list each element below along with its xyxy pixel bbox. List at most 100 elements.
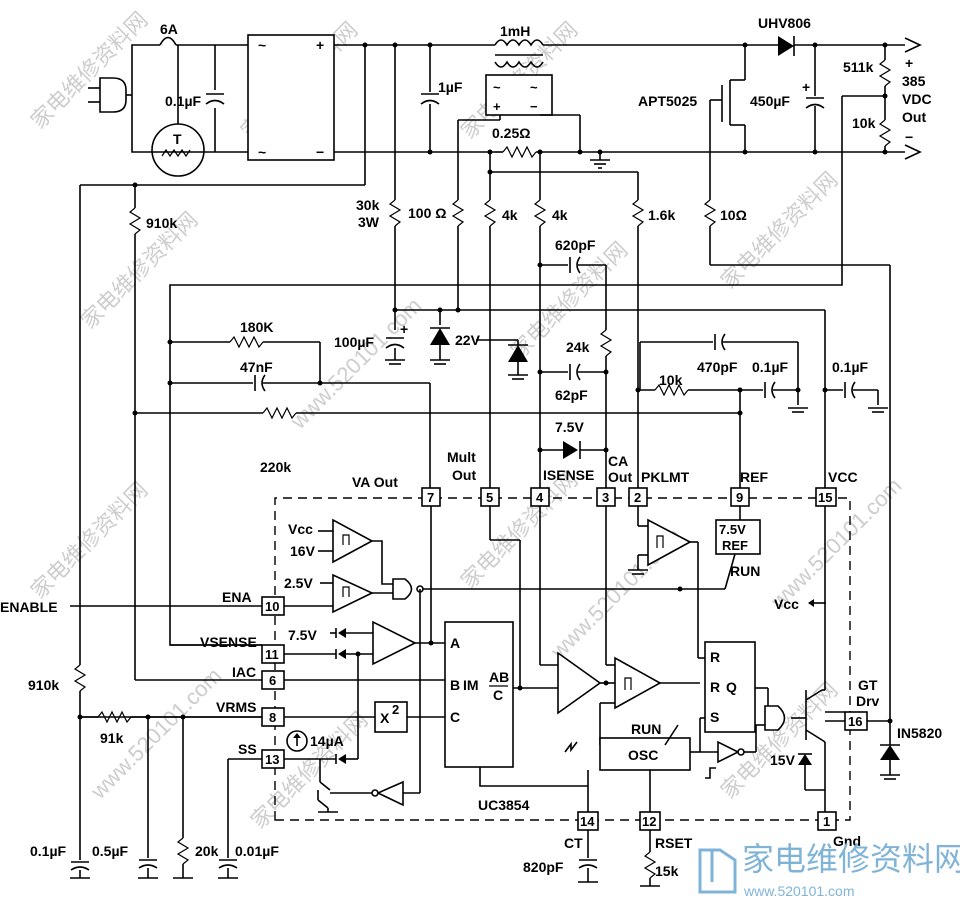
x2-label: X <box>380 710 390 726</box>
mult-ab-label: AB <box>489 669 509 685</box>
r910k-top-label: 910k <box>146 215 177 231</box>
r180k-label: 180K <box>240 319 273 335</box>
mult-cc-label: C <box>493 687 503 703</box>
mult-out-label-2: Out <box>452 467 476 483</box>
r10ohm-label: 10Ω <box>720 207 747 223</box>
watermark-text: 家电维修资料网 <box>26 7 153 134</box>
watermark-text: 家电维修资料网 <box>456 467 583 594</box>
gt-label-1: GT <box>858 677 878 693</box>
thermistor-icon: T <box>151 45 205 177</box>
pin-16: 16 <box>844 711 868 731</box>
mult-b-label: B <box>450 677 460 693</box>
svg-text:2: 2 <box>634 490 641 505</box>
pklmt-label: PKLMT <box>641 469 690 485</box>
compensation-network: 100µF + 22V 180K 47nF 24k <box>132 307 888 488</box>
out-minus: − <box>905 129 913 145</box>
ff-q: Q <box>726 679 737 695</box>
vcc-label: VCC <box>828 469 858 485</box>
cap-1uf-label: 1µF <box>438 79 463 95</box>
mosfet-label: APT5025 <box>638 93 697 109</box>
pin-14: 14 <box>577 811 599 831</box>
site-logo: 家电维修资料网 www.520101.com <box>698 841 960 899</box>
fuse-label: 6A <box>160 21 178 37</box>
pin-9: 9 <box>730 487 750 507</box>
svg-text:9: 9 <box>736 490 743 505</box>
pin-7: 7 <box>421 487 441 507</box>
svg-text:10: 10 <box>265 599 279 614</box>
pin-15: 15 <box>815 487 837 507</box>
mult-c-label: C <box>450 709 460 725</box>
c62-label: 62pF <box>555 387 588 403</box>
c05-label: 0.5µF <box>92 843 129 859</box>
svg-text:8: 8 <box>269 710 276 725</box>
out-plus: + <box>905 55 913 71</box>
pin-6: 6 <box>261 670 285 690</box>
run-label-1: RUN <box>730 563 760 579</box>
svg-text:~: ~ <box>258 37 266 53</box>
flip-flop-block <box>704 641 756 733</box>
cmp-25v-label: 2.5V <box>284 575 313 591</box>
vrms-label: VRMS <box>216 699 256 715</box>
iac-label: IAC <box>232 664 256 680</box>
ground-icon <box>590 152 610 169</box>
out-vdc: VDC <box>902 91 932 107</box>
pin-4: 4 <box>530 487 550 507</box>
rset-label: RSET <box>655 835 693 851</box>
vcc-arrow-label: Vcc <box>774 596 799 612</box>
svg-text:−: − <box>530 99 538 114</box>
c100u-label: 100µF <box>334 334 374 350</box>
r20k-label: 20k <box>195 843 219 859</box>
run-label-2: RUN <box>631 721 661 737</box>
svg-text:+: + <box>493 99 501 114</box>
mult-a-label: A <box>450 635 460 651</box>
c470-label: 470pF <box>697 359 738 375</box>
pin-13: 13 <box>261 749 285 769</box>
isense-label: ISENSE <box>543 467 594 483</box>
square-block <box>374 701 408 733</box>
d5820-label: IN5820 <box>897 725 942 741</box>
ff-r1: R <box>710 649 720 665</box>
svg-text:~: ~ <box>530 80 538 95</box>
svg-text:13: 13 <box>265 752 279 767</box>
power-stage: 6A 0.1µF T ~ ~ + − 1µF 1mH ~~ +− <box>88 15 932 265</box>
c620-label: 620pF <box>555 237 596 253</box>
svg-text:T: T <box>173 131 182 147</box>
logo-text: 家电维修资料网 <box>742 841 960 877</box>
mult-out-label-1: Mult <box>447 449 476 465</box>
pin-10: 10 <box>261 596 285 616</box>
shunt-label: 0.25Ω <box>492 125 530 141</box>
svg-text:5: 5 <box>486 490 493 505</box>
cap-input-label: 0.1µF <box>165 93 202 109</box>
x2-sup: 2 <box>392 702 399 717</box>
pin-12: 12 <box>639 811 661 831</box>
ff-s: S <box>710 709 719 725</box>
gnd-label: Gnd <box>833 833 861 849</box>
osc-label: OSC <box>628 747 658 763</box>
ground-icon <box>70 859 238 879</box>
r15k-label: 15k <box>655 863 679 879</box>
diode-main-label: UHV806 <box>758 15 811 31</box>
ca-out-label-1: CA <box>608 453 628 469</box>
pin-2: 2 <box>628 487 648 507</box>
enable-input-label: ENABLE <box>0 599 58 615</box>
va-out-label: VA Out <box>352 474 398 490</box>
aux-rectifier <box>485 74 553 116</box>
ct-label: CT <box>564 835 583 851</box>
ref-box-label-1: 7.5V <box>719 522 746 537</box>
out-out: Out <box>902 109 926 125</box>
i14-label: 14µA <box>310 733 344 749</box>
svg-text:7: 7 <box>427 490 434 505</box>
svg-text:4: 4 <box>536 490 544 505</box>
c820-label: 820pF <box>523 859 564 875</box>
ac-plug-icon <box>88 77 132 113</box>
r10k-div-label: 10k <box>852 115 876 131</box>
r10k-b-label: 10k <box>659 372 683 388</box>
r30k-label: 30k <box>356 197 380 213</box>
logo-url: www.520101.com <box>743 883 855 899</box>
c001-label: 0.01µF <box>235 843 279 859</box>
svg-text:16: 16 <box>848 714 862 729</box>
svg-text:12: 12 <box>642 814 656 829</box>
r511k-label: 511k <box>843 59 874 75</box>
svg-text:−: − <box>316 144 324 160</box>
pin-1: 1 <box>817 811 837 831</box>
